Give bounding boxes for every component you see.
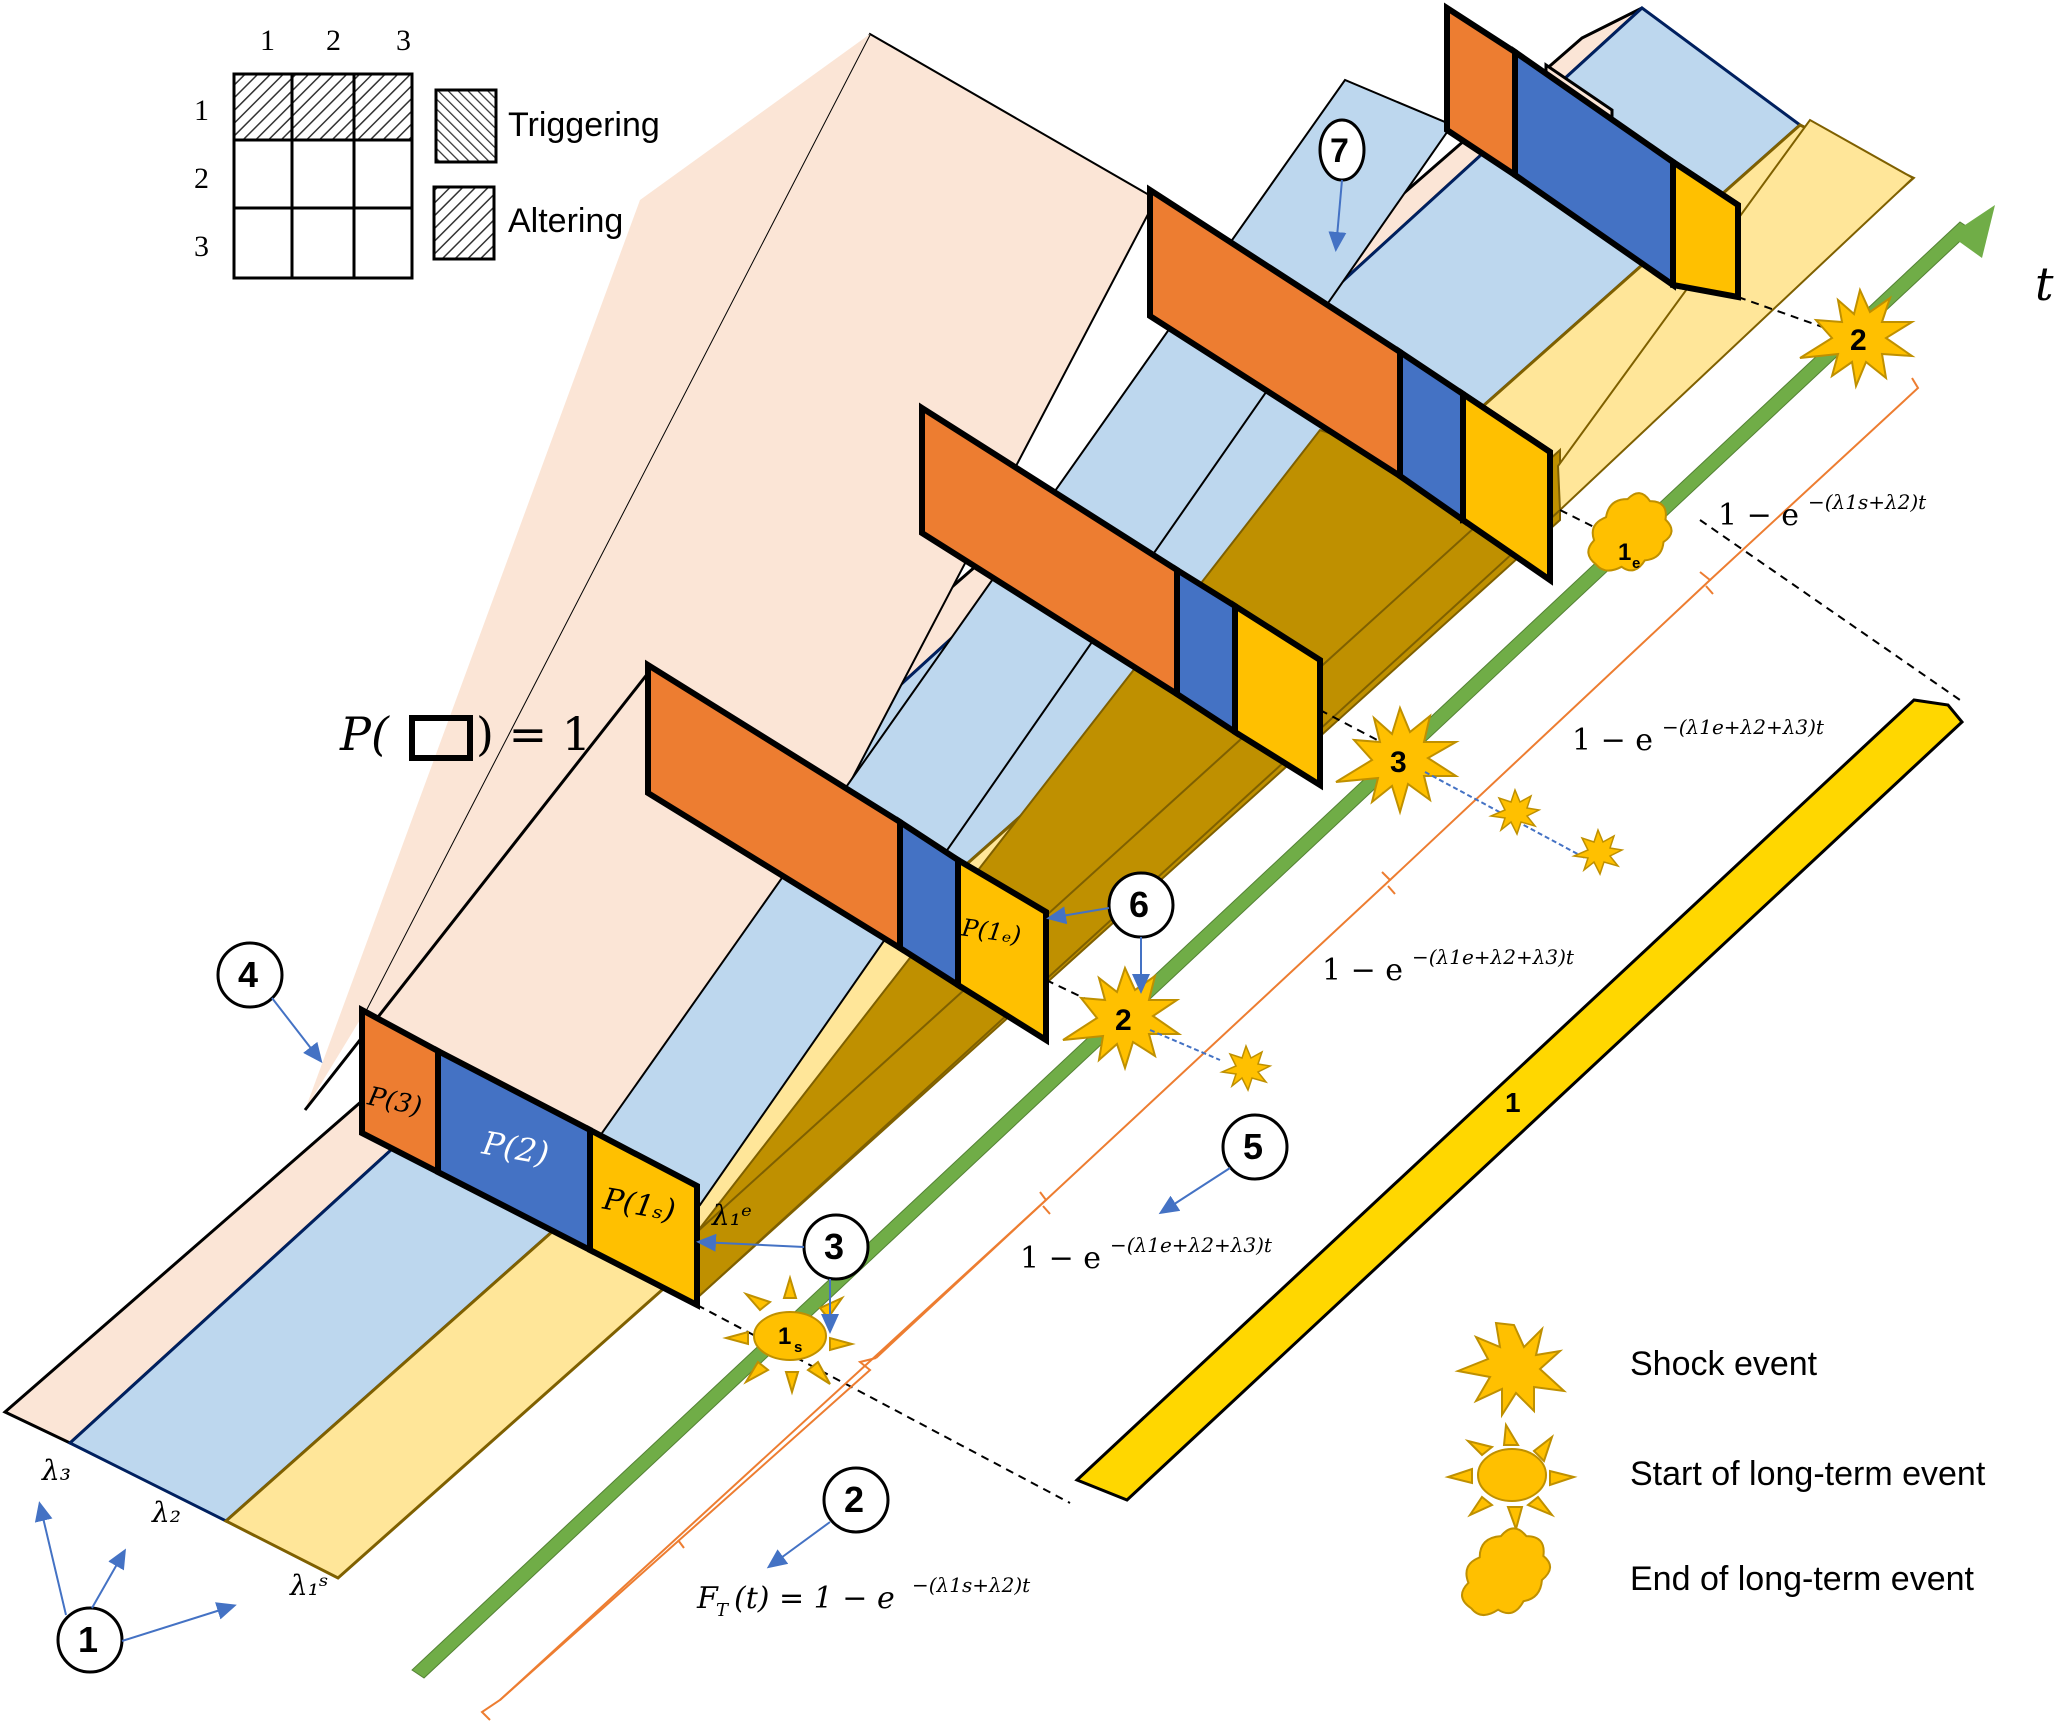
row-header-1: 1 — [194, 94, 209, 127]
matrix-cell-1-1 — [234, 74, 292, 140]
callout-2: 2 — [766, 1466, 890, 1569]
callout-5: 5 — [1158, 1113, 1289, 1215]
event-shock-2a: 2 — [1062, 965, 1273, 1092]
svg-text:1 − e: 1 − e — [1322, 953, 1403, 988]
triggering-label: Triggering — [508, 106, 660, 144]
cloud-icon — [1461, 1527, 1552, 1617]
col-header-1: 1 — [260, 24, 275, 57]
svg-text:1 − e: 1 − e — [1020, 1241, 1101, 1276]
svg-text:7: 7 — [1330, 132, 1349, 170]
legend-end-label: End of long-term event — [1630, 1560, 1975, 1598]
svg-text:−(λ1e+λ2+λ3)t: −(λ1e+λ2+λ3)t — [1662, 715, 1825, 739]
formula-seg4: 1 − e −(λ1s+λ2)t — [1718, 490, 1927, 533]
event-legend: Shock event Start of long-term event End… — [1444, 1321, 1986, 1617]
event-end-1e: 1 e — [1587, 492, 1673, 572]
svg-text:2: 2 — [1850, 324, 1867, 357]
svg-text:3: 3 — [824, 1226, 844, 1267]
svg-text:s: s — [794, 1339, 802, 1356]
lane-label-lambda3: λ₃ — [41, 1454, 71, 1487]
altering-swatch — [432, 185, 496, 261]
svg-text:−(λ1e+λ2+λ3)t: −(λ1e+λ2+λ3)t — [1110, 1233, 1273, 1257]
event-label: 1 — [778, 1323, 791, 1350]
bar-label: 1 — [1505, 1087, 1521, 1118]
formula-seg2: 1 − e −(λ1e+λ2+λ3)t — [1322, 945, 1575, 988]
callout-4: 4 — [216, 941, 323, 1064]
board-1: P(3) P(2) P(1ₛ) — [359, 1004, 700, 1310]
svg-text:) = 1: ) = 1 — [476, 707, 591, 761]
svg-text:2: 2 — [1115, 1004, 1132, 1037]
legend-shock-label: Shock event — [1630, 1345, 1818, 1383]
event-shock-2b: 2 — [1799, 286, 1916, 390]
matrix-cell-1-2 — [292, 74, 354, 140]
row-header-2: 2 — [194, 162, 209, 195]
formula-cdf: F T (t) = 1 − e −(λ1s+λ2)t — [696, 1573, 1031, 1621]
lane-label-lambda1s: λ₁ˢ — [289, 1569, 328, 1602]
lane-label-lambda1e: λ₁ᵉ — [711, 1199, 752, 1232]
board-2: P(1ₑ) — [645, 659, 1049, 1046]
long-term-event-bar: 1 — [1074, 698, 1965, 1502]
formula-seg1: 1 − e −(λ1e+λ2+λ3)t — [1020, 1233, 1273, 1276]
svg-text:F: F — [696, 1581, 719, 1616]
svg-text:4: 4 — [238, 954, 258, 995]
time-axis-label: t — [2035, 257, 2054, 311]
formula-seg3: 1 − e −(λ1e+λ2+λ3)t — [1572, 715, 1825, 758]
callout-3: 3 — [696, 1213, 870, 1334]
callout-6: 6 — [1046, 871, 1175, 994]
formulas: F T (t) = 1 − e −(λ1s+λ2)t 1 − e −(λ1e+λ… — [696, 490, 1927, 1621]
shock-icon — [1454, 1321, 1568, 1419]
callout-1: 1 — [34, 1501, 237, 1674]
svg-text:6: 6 — [1129, 884, 1149, 925]
normalization-label: P( ) = 1 — [339, 707, 591, 761]
svg-text:5: 5 — [1243, 1126, 1263, 1167]
time-arrowhead-icon — [1950, 205, 1995, 258]
lane-labels: λ₃ λ₂ λ₁ˢ λ₁ᵉ — [41, 1199, 752, 1602]
svg-text:e: e — [1632, 555, 1640, 572]
svg-text:1: 1 — [78, 1619, 98, 1660]
board-5 — [1444, 2, 1741, 301]
matrix-legend: 1 2 3 1 2 3 Triggering Altering — [194, 24, 660, 280]
board-3 — [919, 402, 1323, 791]
normalization-text: P( — [339, 707, 390, 761]
board-4 — [1147, 184, 1553, 586]
triggering-swatch — [434, 88, 498, 164]
col-header-2: 2 — [326, 24, 341, 57]
svg-text:(t) = 1 − e: (t) = 1 − e — [734, 1581, 895, 1616]
svg-text:T: T — [716, 1600, 730, 1621]
altering-label: Altering — [508, 202, 623, 240]
callouts: 1 2 3 4 5 — [34, 118, 1366, 1674]
sun-icon — [1444, 1421, 1578, 1533]
matrix-cell-1-3 — [354, 74, 412, 140]
svg-text:2: 2 — [844, 1479, 864, 1520]
svg-text:−(λ1s+λ2)t: −(λ1s+λ2)t — [912, 1573, 1031, 1597]
brackets — [480, 377, 1920, 1721]
svg-text:3: 3 — [1390, 746, 1407, 779]
svg-text:1: 1 — [1618, 539, 1631, 566]
event-shock-3: 3 — [1335, 705, 1625, 876]
col-header-3: 3 — [396, 24, 411, 57]
svg-text:1 − e: 1 − e — [1718, 498, 1799, 533]
row-header-3: 3 — [194, 230, 209, 263]
svg-text:1 − e: 1 − e — [1572, 723, 1653, 758]
svg-text:−(λ1s+λ2)t: −(λ1s+λ2)t — [1808, 490, 1927, 514]
lane-label-lambda2: λ₂ — [151, 1496, 181, 1529]
svg-text:−(λ1e+λ2+λ3)t: −(λ1e+λ2+λ3)t — [1412, 945, 1575, 969]
box-symbol-icon — [409, 715, 473, 761]
legend-start-label: Start of long-term event — [1630, 1455, 1986, 1493]
callout-7: 7 — [1318, 118, 1366, 252]
